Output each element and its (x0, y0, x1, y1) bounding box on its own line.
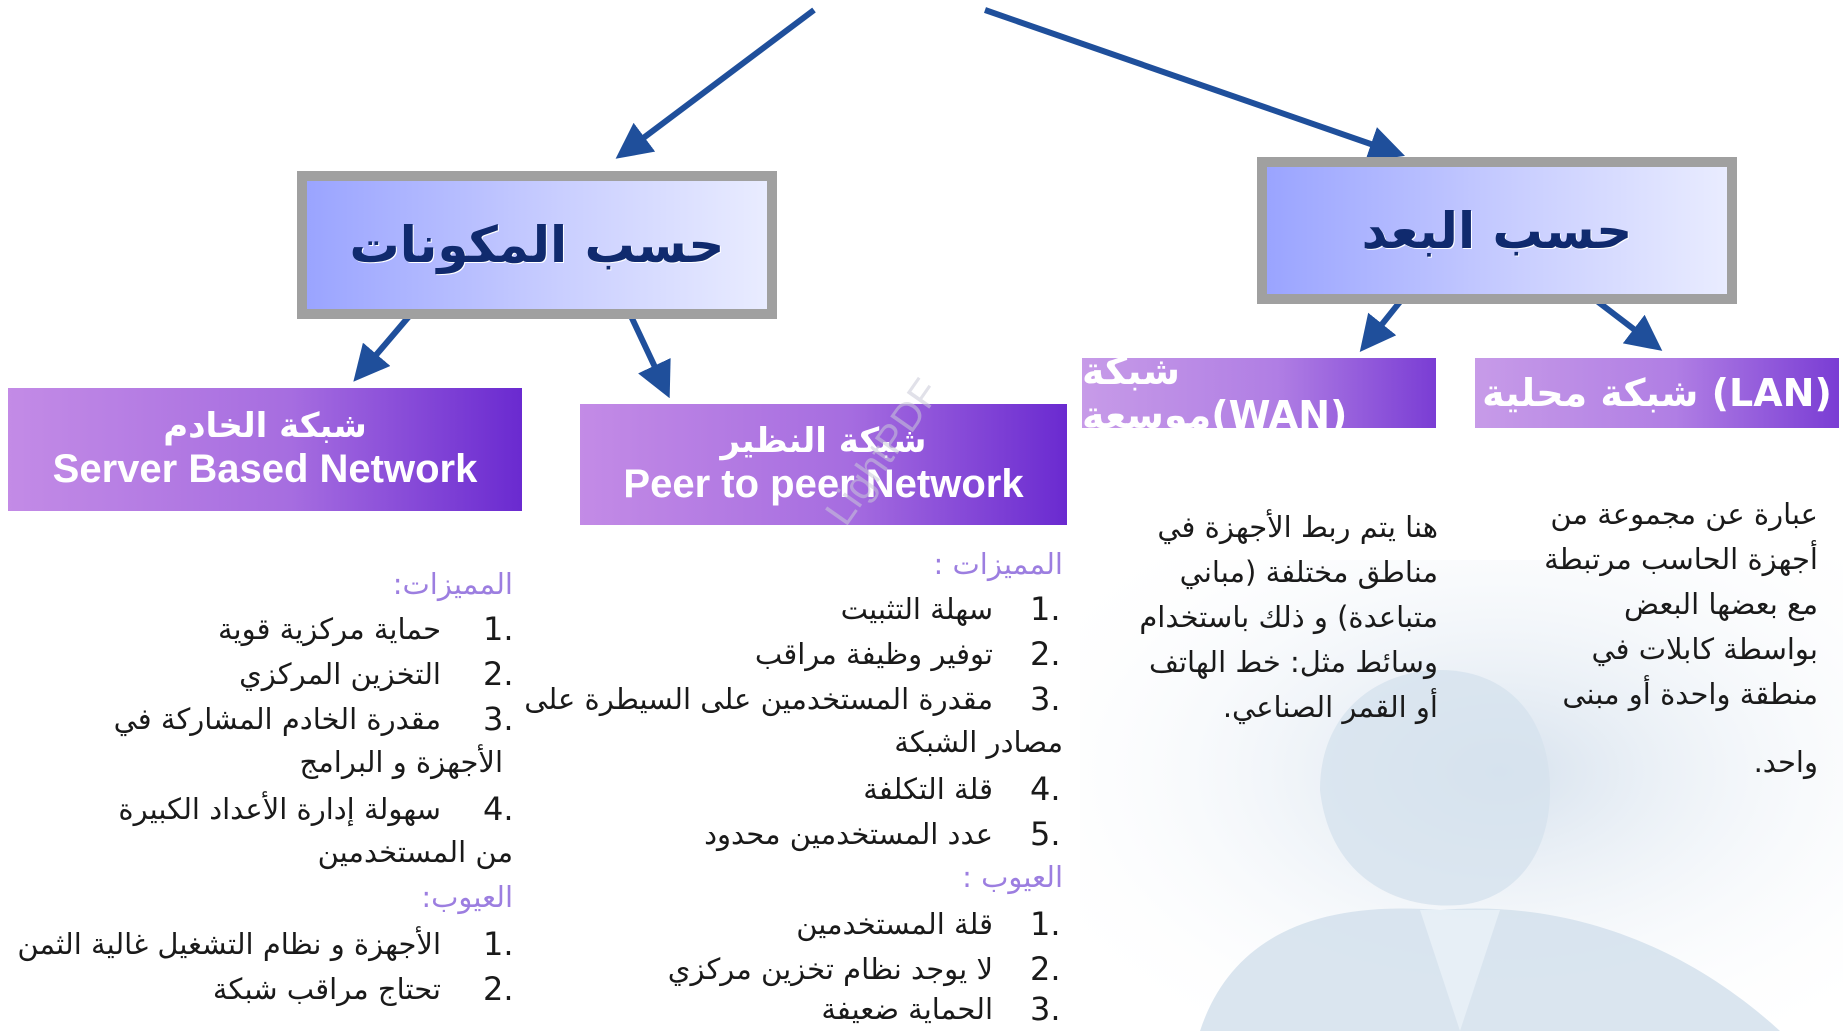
arrow-to-components (615, 7, 816, 159)
list-item-number: 3. (1030, 990, 1061, 1028)
wan-description-line: هنا يتم ربط الأجهزة في (1157, 510, 1438, 544)
lan-description-line: أجهزة الحاسب مرتبطة (1544, 542, 1818, 576)
wan-description-line: وسائط مثل: خط الهاتف (1148, 645, 1438, 679)
category-box-distance: حسب البعد (1257, 157, 1737, 304)
server-network-arabic-label: شبكة الخادم (163, 405, 367, 446)
lan-description-line: عبارة عن مجموعة من (1550, 497, 1818, 531)
list-item: قلة المستخدمين (796, 907, 993, 941)
wan-box: شبكة موسعة(WAN) (1082, 349, 1436, 437)
list-item-number: 2. (1030, 950, 1061, 988)
list-item-continuation: الأجهزة و البرامج (299, 745, 503, 779)
peer-advantages-title: المميزات : (933, 547, 1063, 581)
list-item-number: 4. (483, 790, 514, 828)
arrow-to-server (353, 312, 414, 382)
list-item: سهلة التثبيت (840, 592, 993, 626)
list-item-number: 4. (1030, 770, 1061, 808)
peer-network-arabic-label: شبكة النظير (720, 420, 927, 461)
wan-description-line: مناطق مختلفة (مباني (1179, 555, 1438, 589)
category-distance-label: حسب البعد (1361, 201, 1633, 260)
list-item: عدد المستخدمين محدود (704, 817, 993, 851)
arrow-to-wan (1359, 296, 1406, 353)
peer-network-box: شبكة النظير Peer to peer Network (580, 404, 1067, 525)
list-item-continuation: من المستخدمين (317, 835, 513, 869)
wan-description-line: أو القمر الصناعي. (1222, 690, 1438, 724)
list-item: توفير وظيفة مراقب (754, 637, 993, 671)
list-item-continuation: مصادر الشبكة (894, 725, 1063, 759)
list-item-number: 2. (483, 655, 514, 693)
list-item: التخزين المركزي (239, 657, 441, 691)
peer-disadvantages-title: العيوب : (962, 860, 1063, 894)
lan-description-line: مع بعضها البعض (1624, 587, 1818, 621)
arrow-to-lan (1591, 295, 1663, 351)
category-components-label: حسب المكونات (349, 216, 725, 274)
list-item: الأجهزة و نظام التشغيل غالية الثمن (17, 927, 441, 961)
list-item: سهولة إدارة الأعداد الكبيرة (118, 792, 441, 826)
server-network-english-label: Server Based Network (52, 447, 478, 492)
wan-label: شبكة موسعة(WAN) (1082, 349, 1348, 437)
peer-network-english-label: Peer to peer Network (623, 462, 1024, 507)
list-item: قلة التكلفة (863, 772, 993, 806)
lan-description-line: منطقة واحدة أو مبنى (1562, 677, 1818, 711)
list-item: مقدرة الخادم المشاركة في (113, 702, 441, 736)
lan-box: شبكة محلية (LAN) (1475, 358, 1839, 428)
list-item: مقدرة المستخدمين على السيطرة على (524, 682, 993, 716)
list-item-number: 1. (483, 925, 514, 963)
list-item-number: 2. (483, 970, 514, 1008)
list-item: تحتاج مراقب شبكة (212, 972, 441, 1006)
list-item-number: 3. (483, 700, 514, 738)
list-item-number: 1. (1030, 590, 1061, 628)
server-network-box: شبكة الخادم Server Based Network (8, 388, 522, 511)
server-advantages-title: المميزات: (392, 567, 513, 601)
arrow-to-peer (627, 312, 671, 399)
list-item-number: 5. (1030, 815, 1061, 853)
list-item: حماية مركزية قوية (217, 612, 441, 646)
server-disadvantages-title: العيوب: (421, 880, 513, 914)
lan-description-line: بواسطة كابلات في (1591, 632, 1818, 666)
arrow-to-distance (984, 7, 1406, 162)
list-item-number: 1. (483, 610, 514, 648)
category-box-components: حسب المكونات (297, 171, 777, 319)
list-item-number: 1. (1030, 905, 1061, 943)
wan-description-line: متباعدة) و ذلك باستخدام (1139, 600, 1438, 634)
list-item-number: 2. (1030, 635, 1061, 673)
list-item: لا يوجد نظام تخزين مركزي (667, 952, 993, 986)
list-item: الحماية ضعيفة (821, 992, 993, 1026)
lan-label: شبكة محلية (LAN) (1482, 371, 1832, 415)
list-item-number: 3. (1030, 680, 1061, 718)
lan-description-line: واحد. (1753, 745, 1818, 779)
